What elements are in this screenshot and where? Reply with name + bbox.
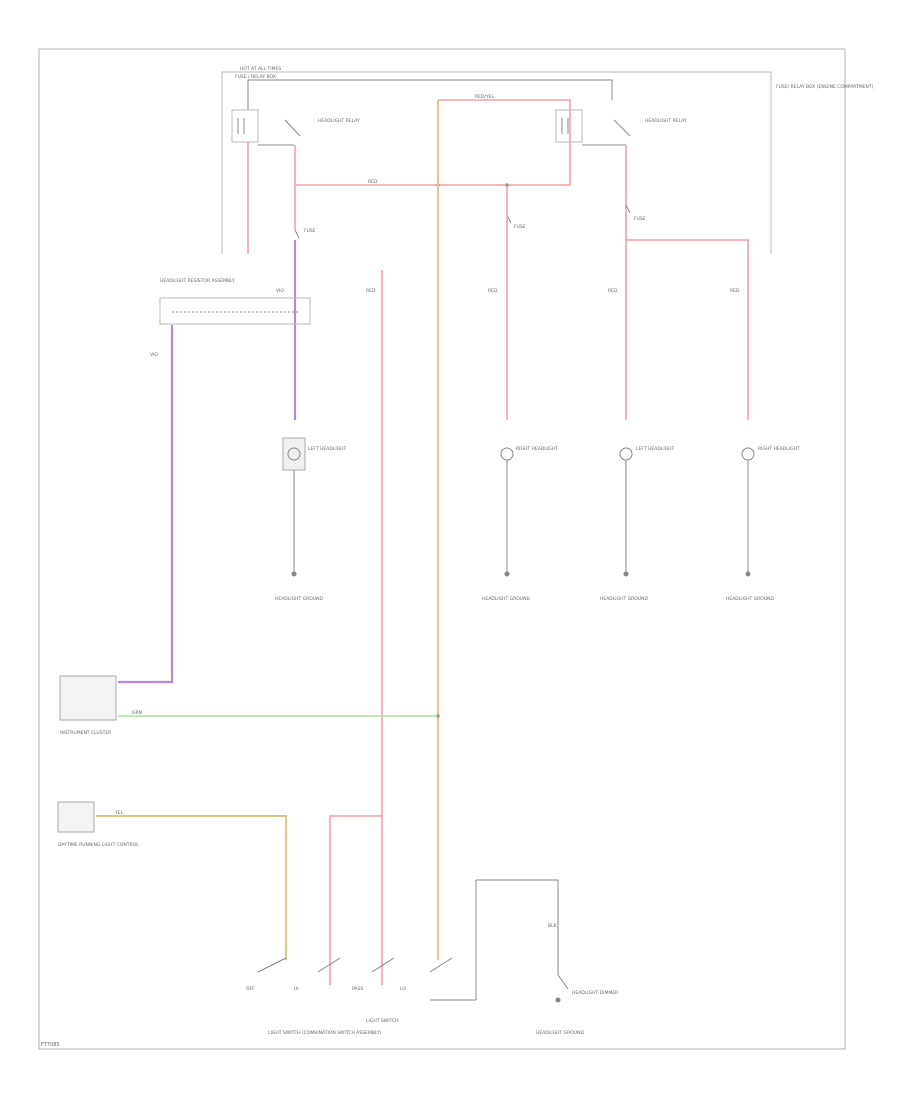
splice-mid [505,183,509,187]
daytime-yellow-wire [96,815,287,960]
switch-frame-wire [430,879,559,1001]
left-relay-coil-icon [237,118,245,134]
dimmer-contact [557,974,569,990]
wire-label-w4: RED [366,288,376,294]
wire-label-w8: VIO [150,352,158,358]
switch-red-branch [329,815,382,985]
wire-label-w11: BLK [548,923,558,929]
wire-label-w9: GRN [132,710,142,716]
instrument-cluster-label: INSTRUMENT CLUSTER [60,730,111,736]
light-switch: OFF HI PASS LO [246,879,559,1001]
resistor-assembly-label: HEADLIGHT RESISTOR ASSEMBLY [160,278,235,284]
left-relay-coil [231,109,259,143]
right-hi-red-wire [626,239,749,420]
right-hi-headlight-label: RIGHT HEADLIGHT [758,446,800,452]
left-relay-label: HEADLIGHT RELAY [318,118,360,124]
footer-code: FT7085 [41,1042,60,1048]
bottom-ground-symbol [555,997,561,1003]
left-hi-headlight-label: LEFT HEADLIGHT [636,446,675,452]
wire-label-w5: RED [488,288,498,294]
top-bus-wire [248,79,613,100]
switch-pass-label: PASS [352,986,363,992]
left-fuse-label: FUSE [304,228,316,234]
switch-assembly-label: LIGHT SWITCH (COMBINATION SWITCH ASSEMBL… [268,1030,382,1036]
daytime-control-label: DAYTIME RUNNING LIGHT CONTROL [58,842,139,848]
right-relay-label: HEADLIGHT RELAY [645,118,687,124]
right-headlight: RIGHT HEADLIGHT [500,446,558,461]
switch-hi-label: HI [294,986,299,992]
switch-off-label: OFF [246,986,255,992]
right-hi-headlight: RIGHT HEADLIGHT [741,446,800,461]
ground-mid2-label: HEADLIGHT GROUND [600,596,648,602]
left-hi-headlight: LEFT HEADLIGHT [619,446,675,461]
left-fuse-icon [294,229,300,239]
right-relay-coil [555,109,583,143]
hot-at-all-times-label: HOT AT ALL TIMES [240,66,281,72]
cluster-violet-wire [118,325,174,684]
ground-right-label: HEADLIGHT GROUND [726,596,774,602]
dimmer-label: HEADLIGHT DIMMER [572,990,618,996]
wire-label-w7: VIO [276,288,284,294]
right-relay-coil-icon [561,118,569,134]
switch-contacts [257,957,453,973]
left-headlight-label: LEFT HEADLIGHT [308,446,347,452]
wire-label-w6: RED [608,288,618,294]
light-switch-label: LIGHT SWITCH [366,1018,399,1024]
splice-green [436,714,440,718]
fuse-box-note: FUSE/ RELAY BOX (ENGINE COMPARTMENT) [776,84,874,90]
right-relay-contact [582,119,631,146]
left-headlight: LEFT HEADLIGHT [282,437,347,471]
ground-bottom-label: HEADLIGHT GROUND [536,1030,584,1036]
left-relay-contact [258,119,301,146]
wire-label-bus: RED [368,179,378,185]
diagram-frame [38,48,846,1050]
wire-label-top: RED/YEL [475,94,495,100]
ground-mid1-label: HEADLIGHT GROUND [482,596,530,602]
daytime-control-box [57,801,95,833]
resistor-assembly-box [159,297,311,325]
right-fuse-icon [625,204,631,214]
right-headlight-label: RIGHT HEADLIGHT [516,446,558,452]
mid-fuse-label: FUSE [514,224,526,230]
fuse-box-label: FUSE / RELAY BOX [235,74,276,80]
instrument-cluster-box [59,675,117,721]
relay-bus-red-wire [295,99,571,186]
switch-lo-label: LO [400,986,406,992]
ground-left-label: HEADLIGHT GROUND [275,596,323,602]
ground-wires [293,460,749,574]
fuse-box-outline [221,71,772,254]
right-fuse-label: FUSE [634,216,646,222]
ground-symbols [291,571,751,577]
wire-label-w2: RED [730,288,740,294]
wire-label-w10: YEL [114,810,124,816]
